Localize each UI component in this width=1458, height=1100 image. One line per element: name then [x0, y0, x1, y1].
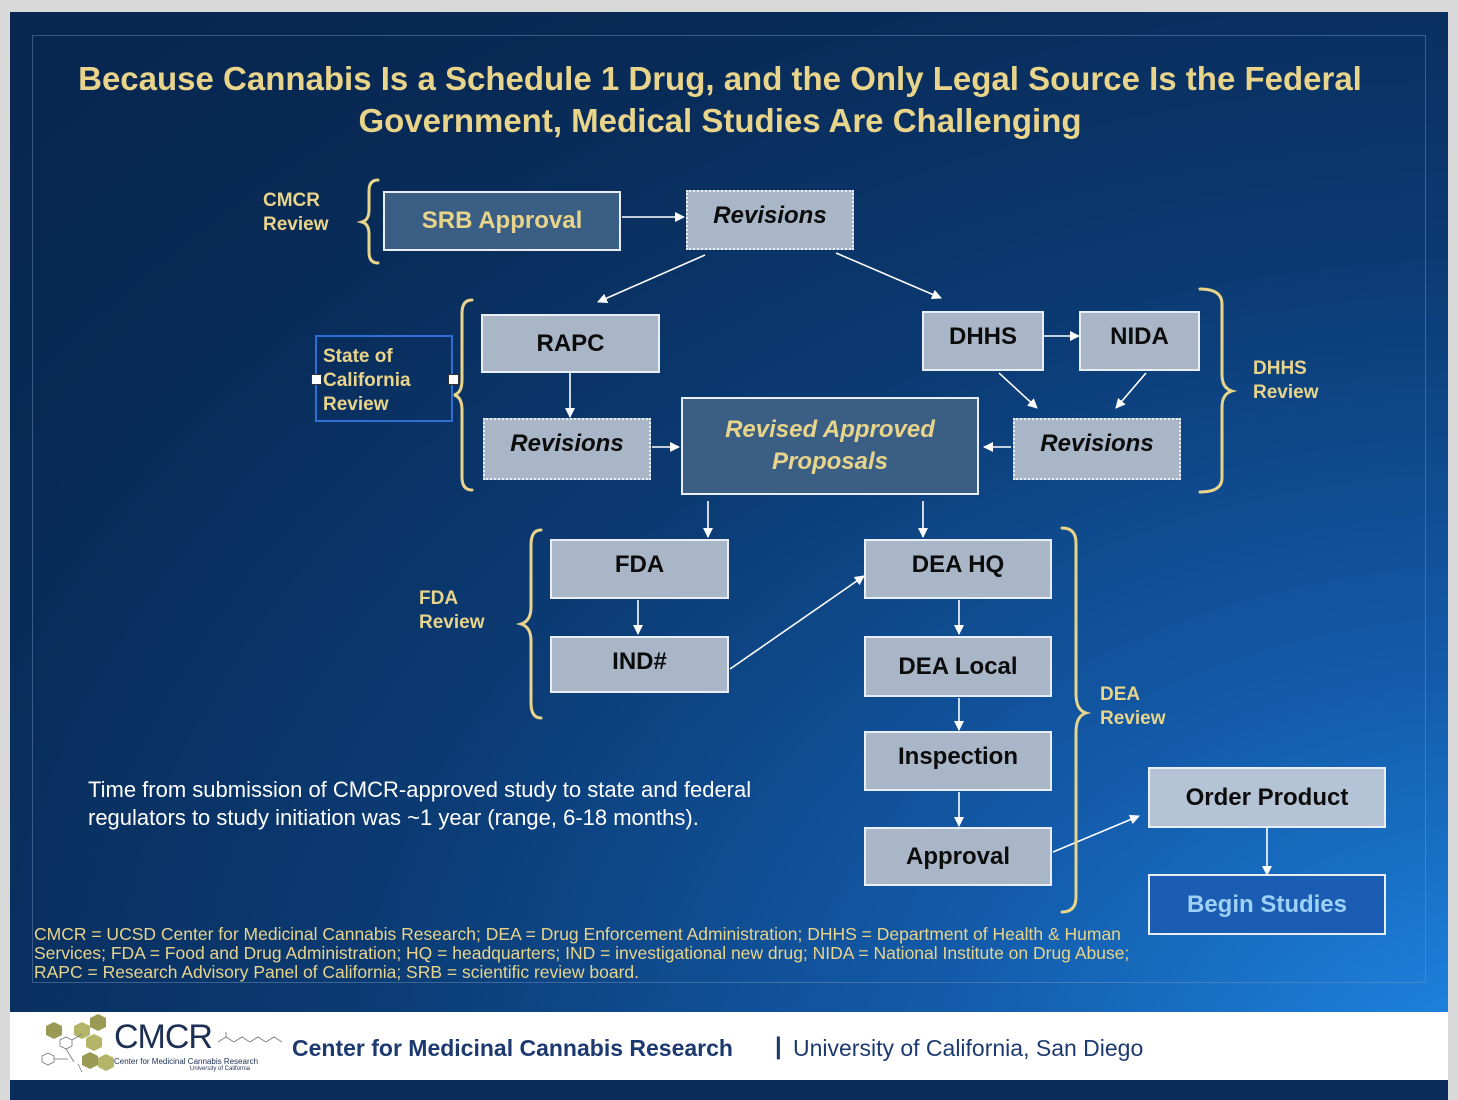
- ind-box: IND#: [550, 636, 729, 693]
- brace-dea: [1060, 526, 1092, 914]
- srb-approval-box: SRB Approval: [383, 191, 621, 251]
- dea-local-box: DEA Local: [864, 636, 1052, 697]
- cmcr-logo-word: CMCR: [114, 1018, 213, 1056]
- brace-cmcr: [356, 178, 380, 265]
- inspection-box: Inspection: [864, 731, 1052, 791]
- resize-handle-left[interactable]: [311, 374, 322, 385]
- arrow-ind-to-deahq: [729, 575, 865, 670]
- abbreviations-footnote: CMCR = UCSD Center for Medicinal Cannabi…: [34, 924, 1130, 982]
- dhhs-box: DHHS: [922, 311, 1044, 371]
- chain-logo-icon: [218, 1032, 282, 1043]
- brace-state: [453, 298, 474, 492]
- logo-university: University of California: [190, 1066, 251, 1072]
- arrow-dhhs-to-revisions: [998, 372, 1038, 409]
- dea-hq-box: DEA HQ: [864, 539, 1052, 599]
- footer-separator: |: [775, 1033, 782, 1060]
- begin-studies-box: Begin Studies: [1148, 874, 1386, 935]
- rapc-box: RAPC: [481, 314, 660, 373]
- revised-approved-proposals-box: Revised Approved Proposals: [681, 397, 979, 495]
- university-name: University of California, San Diego: [793, 1035, 1144, 1061]
- logo-subtitle: Center for Medicinal Cannabis Research: [114, 1057, 259, 1066]
- slide-title: Because Cannabis Is a Schedule 1 Drug, a…: [78, 60, 1362, 139]
- revisions-top-box: Revisions: [686, 190, 854, 250]
- timing-note: Time from submission of CMCR-approved st…: [88, 777, 752, 830]
- bottom-strip: [10, 1080, 1448, 1100]
- arrow-nida-to-revisions: [1115, 372, 1147, 409]
- footer-bar: CMCR Center for Medicinal Cannabis Resea…: [10, 1012, 1448, 1080]
- nida-box: NIDA: [1079, 311, 1200, 371]
- molecule-logo-icon: [41, 1014, 114, 1073]
- revisions-left-box: Revisions: [483, 418, 651, 480]
- fda-box: FDA: [550, 539, 729, 599]
- approval-box: Approval: [864, 827, 1052, 886]
- arrow-revisions-to-dhhs: [835, 252, 942, 300]
- order-product-box: Order Product: [1148, 767, 1386, 828]
- revisions-right-box: Revisions: [1013, 418, 1181, 480]
- brace-dhhs: [1198, 287, 1238, 494]
- brace-fda: [515, 528, 543, 720]
- resize-handle-right[interactable]: [448, 374, 459, 385]
- slide-frame: [32, 35, 1426, 983]
- arrow-approval-to-order: [1052, 814, 1140, 853]
- center-name: Center for Medicinal Cannabis Research: [292, 1035, 733, 1061]
- arrow-revisions-to-rapc: [597, 254, 706, 303]
